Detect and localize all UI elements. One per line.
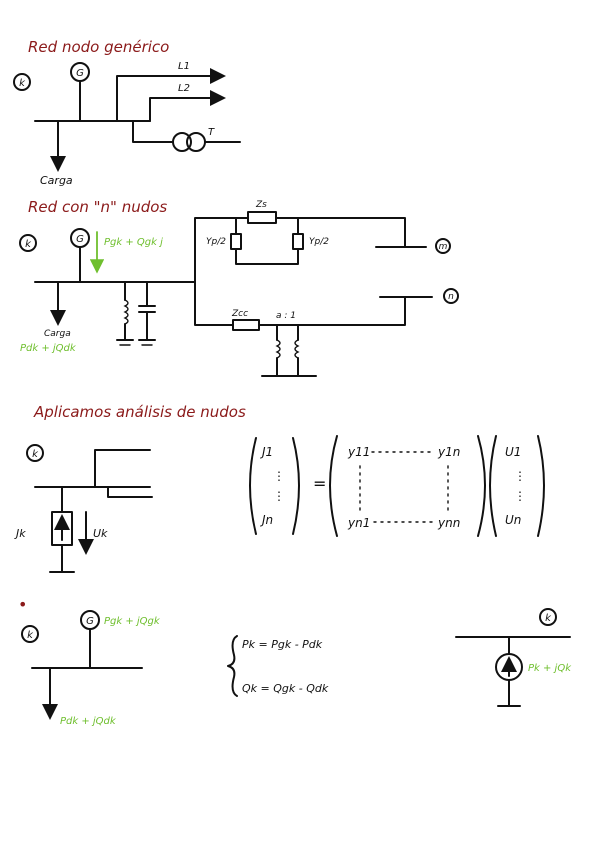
shunt-inductor-icon <box>116 281 134 346</box>
generator-circle-2: G <box>70 228 90 248</box>
vec-j-dots: ⋮ <box>273 469 285 483</box>
vec-u-dots: ⋮ <box>514 469 526 483</box>
node-k-label: k <box>545 613 552 624</box>
vector-j: J1 ⋮ ⋮ Jn <box>249 437 300 535</box>
branch-down-3 <box>107 486 153 498</box>
matrix-y1n: y1n <box>437 445 460 459</box>
node-k-label: k <box>27 630 34 641</box>
line-l1 <box>116 68 226 122</box>
zcc-label: Zcc <box>231 309 248 319</box>
shunt-capacitor-icon <box>138 281 156 346</box>
node-n-label: n <box>448 292 454 302</box>
source-leads-3 <box>49 486 75 573</box>
trafo-lead <box>132 120 173 143</box>
trafo-branch-line <box>258 296 406 326</box>
equals-sign: = <box>313 474 326 493</box>
voltage-label: Uk <box>93 527 108 540</box>
vec-j-last: Jn <box>260 513 273 527</box>
ratio-label: a : 1 <box>276 311 296 321</box>
trafo-branch-lead <box>194 281 234 326</box>
series-impedance-box <box>247 211 277 224</box>
node-m-label: m <box>439 242 448 252</box>
vector-u: U1 ⋮ ⋮ Un <box>489 435 545 537</box>
section3-title: Aplicamos análisis de nudos <box>33 403 246 421</box>
bullet-dot: • <box>18 595 27 614</box>
series-z-label: Zs <box>255 200 267 210</box>
matrix-y11: y11 <box>347 445 370 459</box>
shunt-branches <box>235 217 299 265</box>
ideal-transformer-icon <box>261 324 317 377</box>
node-k-label: k <box>19 78 26 89</box>
transformer-icon <box>172 132 206 152</box>
gen-power-label-4: Pgk + jQgk <box>104 616 161 627</box>
vec-u-first: U1 <box>505 445 521 459</box>
node-k-circle-3: k <box>26 444 44 462</box>
shunt-right-label: Yp/2 <box>309 237 329 247</box>
current-source-icon <box>51 511 73 546</box>
load-label-1: Carga <box>40 174 73 187</box>
pi-line-left <box>194 217 249 283</box>
gen-power-label: Pgk + Qgk j <box>104 237 163 248</box>
line-l2 <box>132 90 226 122</box>
node-n-circle: n <box>443 288 459 304</box>
shunt-admittance-right <box>292 233 304 250</box>
load-label-2: Carga <box>44 329 71 339</box>
generator-circle-1: G <box>70 62 90 82</box>
vec-j-dots-2: ⋮ <box>273 489 285 503</box>
shunt-left-label: Yp/2 <box>206 237 226 247</box>
node-k-circle-5: k <box>539 608 557 626</box>
pi-line-right <box>275 217 406 248</box>
equation-qk: Qk = Qgk - Qdk <box>242 682 329 695</box>
matrix-ynn: ynn <box>437 516 460 530</box>
line-l1-label: L1 <box>178 61 190 72</box>
section2-title: Red con "n" nudos <box>28 198 167 216</box>
vec-u-last: Un <box>505 513 521 527</box>
vec-u-dots-2: ⋮ <box>514 489 526 503</box>
current-label: Jk <box>14 527 26 540</box>
node-k-label: k <box>32 449 39 460</box>
vec-j-first: J1 <box>260 445 273 459</box>
node-k-circle-2: k <box>19 234 37 252</box>
node-m-circle: m <box>435 238 451 254</box>
injection-power-label: Pk + jQk <box>528 663 572 674</box>
zcc-box <box>232 319 260 331</box>
equation-pk: Pk = Pgk - Pdk <box>242 638 323 651</box>
node-k-circle-4: k <box>21 625 39 643</box>
admittance-matrix: y11 y1n yn1 ynn <box>329 435 486 537</box>
source-leads-5 <box>497 636 521 707</box>
trafo-label: T <box>208 127 215 138</box>
load-power-label-2: Pdk + jQdk <box>20 343 77 354</box>
load-power-label-4: Pdk + jQdk <box>60 716 117 727</box>
generator-label: G <box>76 234 84 245</box>
branch-up-3 <box>94 449 151 488</box>
section1-title: Red nodo genérico <box>28 38 169 56</box>
generator-circle-4: G <box>80 610 100 630</box>
shunt-admittance-left <box>230 233 242 250</box>
matrix-yn1: yn1 <box>347 516 370 530</box>
generator-label: G <box>76 68 84 79</box>
node-k-circle-1: k <box>13 73 31 91</box>
node-k-label: k <box>25 239 32 250</box>
injection-source-icon <box>495 653 523 681</box>
line-l2-label: L2 <box>178 83 190 94</box>
system-brace <box>227 635 238 697</box>
generator-label: G <box>86 616 94 627</box>
